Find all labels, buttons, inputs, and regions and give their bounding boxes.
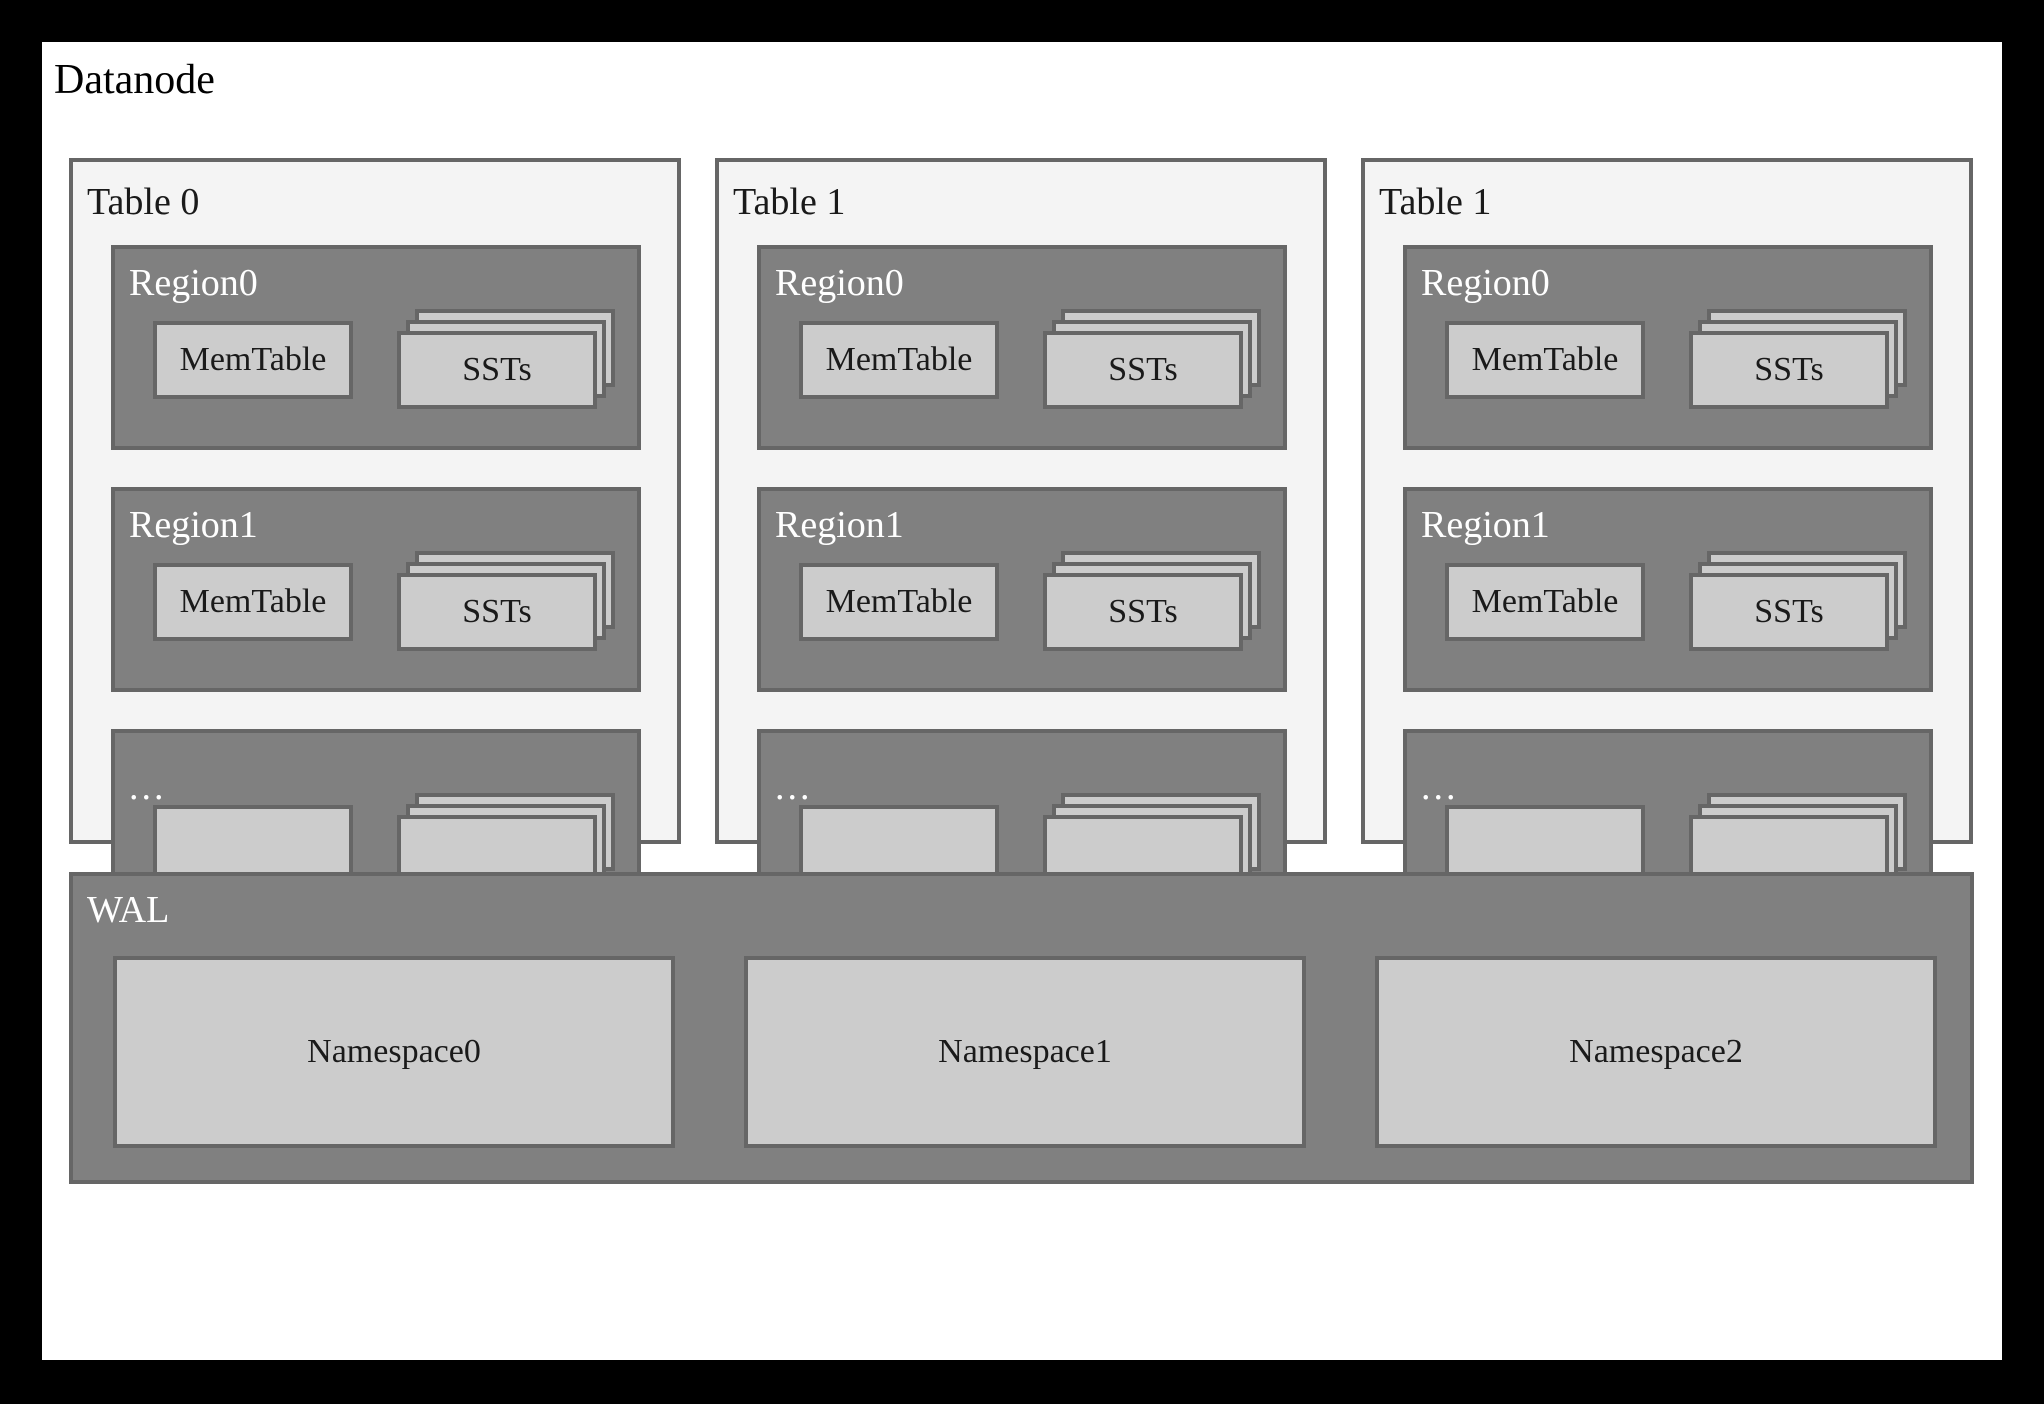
namespace-label: Namespace1 <box>938 1033 1112 1070</box>
region-box[interactable]: Region1 MemTable SSTs <box>111 487 641 692</box>
memtable-box[interactable]: MemTable <box>153 563 353 641</box>
region-box[interactable]: Region1 MemTable SSTs <box>757 487 1287 692</box>
ellipsis-label: ... <box>775 766 813 808</box>
region-label: Region0 <box>1421 262 1550 304</box>
page-title: Datanode <box>54 57 215 103</box>
memtable-box[interactable]: MemTable <box>153 321 353 399</box>
memtable-label: MemTable <box>179 583 327 620</box>
memtable-box[interactable]: MemTable <box>1445 321 1645 399</box>
ssts-stack[interactable]: SSTs <box>1689 309 1907 409</box>
ellipsis-label: ... <box>1421 766 1459 808</box>
region-label: Region1 <box>129 504 258 546</box>
memtable-label: MemTable <box>825 341 973 378</box>
ssts-label: SSTs <box>462 593 532 630</box>
ssts-label: SSTs <box>1108 351 1178 388</box>
memtable-box-empty[interactable] <box>799 805 999 883</box>
ssts-stack-empty[interactable] <box>397 793 615 893</box>
table-label: Table 1 <box>1379 181 1492 223</box>
region-label: Region0 <box>775 262 904 304</box>
region-box[interactable]: Region1 MemTable SSTs <box>1403 487 1933 692</box>
sst-sheet-front: SSTs <box>1689 331 1889 409</box>
table-panel-1[interactable]: Table 1 Region0 MemTable SSTs Region1 Me <box>715 158 1327 934</box>
ssts-stack[interactable]: SSTs <box>1043 309 1261 409</box>
namespace-label: Namespace0 <box>307 1033 481 1070</box>
region-box[interactable]: Region0 MemTable SSTs <box>111 245 641 450</box>
memtable-label: MemTable <box>825 583 973 620</box>
ssts-stack[interactable]: SSTs <box>1689 551 1907 651</box>
memtable-box-empty[interactable] <box>153 805 353 883</box>
wal-section[interactable]: WAL Namespace0 Namespace1 Namespace2 <box>69 872 1974 1184</box>
region-label: Region1 <box>1421 504 1550 546</box>
ssts-label: SSTs <box>1754 593 1824 630</box>
ssts-label: SSTs <box>1754 351 1824 388</box>
table-label: Table 1 <box>733 181 846 223</box>
sst-sheet-front: SSTs <box>397 573 597 651</box>
datanode-canvas: Datanode Table 0 Region0 MemTable SSTs <box>42 42 2002 1360</box>
sst-sheet-front: SSTs <box>1043 331 1243 409</box>
memtable-label: MemTable <box>179 341 327 378</box>
table-panel-2[interactable]: Table 1 Region0 MemTable SSTs Region1 Me <box>1361 158 1973 934</box>
namespace-box[interactable]: Namespace1 <box>744 956 1306 1148</box>
ssts-stack[interactable]: SSTs <box>397 309 615 409</box>
ssts-label: SSTs <box>462 351 532 388</box>
namespace-label: Namespace2 <box>1569 1033 1743 1070</box>
namespace-box[interactable]: Namespace0 <box>113 956 675 1148</box>
table-label: Table 0 <box>87 181 200 223</box>
memtable-label: MemTable <box>1471 583 1619 620</box>
region-box[interactable]: Region0 MemTable SSTs <box>757 245 1287 450</box>
memtable-label: MemTable <box>1471 341 1619 378</box>
memtable-box[interactable]: MemTable <box>799 563 999 641</box>
sst-sheet-front: SSTs <box>397 331 597 409</box>
wal-label: WAL <box>87 889 170 931</box>
sst-sheet-front: SSTs <box>1043 573 1243 651</box>
ellipsis-label: ... <box>129 766 167 808</box>
region-label: Region0 <box>129 262 258 304</box>
memtable-box[interactable]: MemTable <box>1445 563 1645 641</box>
ssts-stack[interactable]: SSTs <box>1043 551 1261 651</box>
memtable-box[interactable]: MemTable <box>799 321 999 399</box>
region-box[interactable]: Region0 MemTable SSTs <box>1403 245 1933 450</box>
ssts-stack[interactable]: SSTs <box>397 551 615 651</box>
region-label: Region1 <box>775 504 904 546</box>
table-panel-0[interactable]: Table 0 Region0 MemTable SSTs Region1 Me <box>69 158 681 934</box>
sst-sheet-front: SSTs <box>1689 573 1889 651</box>
namespace-box[interactable]: Namespace2 <box>1375 956 1937 1148</box>
ssts-label: SSTs <box>1108 593 1178 630</box>
tables-row: Table 0 Region0 MemTable SSTs Region1 Me <box>69 158 1974 934</box>
